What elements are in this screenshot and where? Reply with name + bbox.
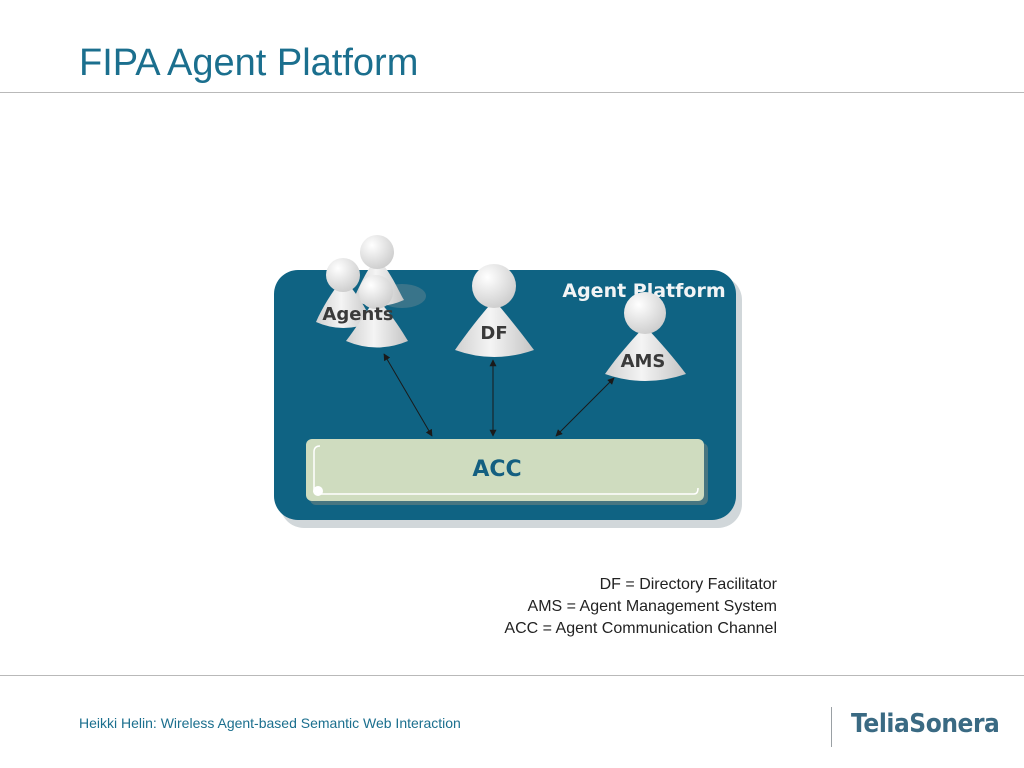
ams-figure-icon — [605, 292, 686, 381]
abbreviation-legend: DF = Directory Facilitator AMS = Agent M… — [504, 574, 777, 640]
df-figure-icon — [455, 264, 534, 357]
legend-item-df: DF = Directory Facilitator — [599, 576, 777, 593]
slide-title: FIPA Agent Platform — [79, 42, 419, 84]
acc-dot — [313, 486, 323, 496]
footer-logo-separator — [831, 707, 832, 747]
agents-acc-arrow — [383, 353, 433, 437]
footer-text: Heikki Helin: Wireless Agent-based Seman… — [79, 715, 461, 731]
df-label: DF — [480, 323, 507, 344]
title-divider — [0, 92, 1024, 93]
ams-label: AMS — [621, 351, 666, 372]
agents-label: Agents — [322, 304, 393, 325]
acc-highlight-bottom — [320, 487, 699, 495]
ams-acc-arrow — [555, 377, 615, 437]
legend-item-acc: ACC = Agent Communication Channel — [504, 620, 777, 637]
teliasonera-logo: TeliaSonera — [851, 709, 1000, 739]
acc-box — [306, 439, 704, 501]
agents-group-icon — [316, 235, 426, 348]
acc-highlight — [313, 445, 321, 492]
platform-label: Agent Platform — [562, 280, 725, 302]
acc-label: ACC — [472, 457, 521, 482]
legend-item-ams: AMS = Agent Management System — [527, 598, 777, 615]
footer-divider-line — [0, 675, 1024, 676]
